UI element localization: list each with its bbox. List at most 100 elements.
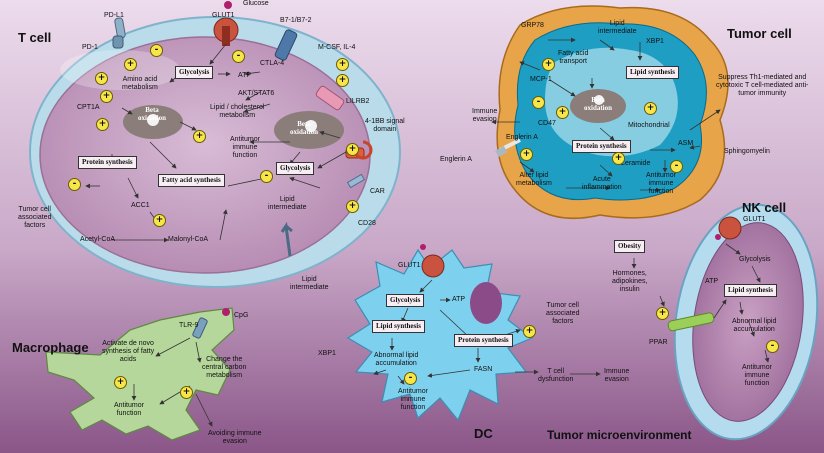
minus-sign: - <box>670 160 683 173</box>
label-fasn: FASN <box>474 366 493 373</box>
plus-sign: + <box>193 130 206 143</box>
label-suppress-th1: Suppress Th1-mediated and cytotoxic T ce… <box>716 74 809 97</box>
plus-sign: + <box>346 200 359 213</box>
title-dc: DC <box>474 426 493 441</box>
box-dc-protein-synthesis: Protein synthesis <box>454 334 513 347</box>
tumor-beta-oxidation-organelle <box>570 89 626 123</box>
plus-sign: + <box>114 376 127 389</box>
label-mcsf: M-CSF, IL-4 <box>318 44 356 51</box>
label-tumor-immune-evasion: Immune evasion <box>472 108 498 123</box>
label-activate-de-novo: Activate de novo synthesis of fatty acid… <box>102 340 155 363</box>
box-t-glycolysis: Glycolysis <box>175 66 214 79</box>
box-t-glycolysis-2: Glycolysis <box>276 162 315 175</box>
label-dc-glut1: GLUT1 <box>398 262 421 269</box>
label-nk-antitumor: Antitumor immune function <box>742 364 772 387</box>
title-tumor-microenvironment: Tumor microenvironment <box>547 428 692 442</box>
minus-sign: - <box>68 178 81 191</box>
label-ctla4: CTLA-4 <box>260 60 285 67</box>
box-dc-glycolysis: Glycolysis <box>386 294 425 307</box>
label-dc-atp: ATP <box>452 296 466 303</box>
plus-sign: + <box>180 386 193 399</box>
label-glut1: GLUT1 <box>212 12 235 19</box>
label-tumor-antitumor: Antitumor immune function <box>646 172 676 195</box>
t-cell <box>29 16 401 288</box>
label-ppar: PPAR <box>649 339 668 346</box>
label-t-antitumor: Antitumor immune function <box>230 136 260 159</box>
label-ceramide: Ceramide <box>620 160 651 167</box>
label-lipid-intermediate: Lipid intermediate <box>268 196 307 211</box>
label-dc-xbp1: XBP1 <box>318 350 336 357</box>
label-mcp1: MCP-1 <box>530 76 552 83</box>
box-t-fatty-acid-synthesis: Fatty acid synthesis <box>158 174 225 187</box>
label-mitochondrial: Mitochondrial <box>628 122 670 129</box>
plus-sign: + <box>656 307 669 320</box>
label-dc-tumor-factors: Tumor cell associated factors <box>546 302 580 325</box>
label-change-carbon: Change the central carbon metabolism <box>202 356 247 379</box>
label-acc1: ACC1 <box>131 202 150 209</box>
label-cd47: CD47 <box>538 120 556 127</box>
label-lilrb2: LILRB2 <box>346 98 370 105</box>
nk-cell-arrows <box>631 243 770 363</box>
box-obesity: Obesity <box>614 240 645 253</box>
label-lipid-intermediate-outside: Lipid intermediate <box>290 276 329 291</box>
minus-sign: - <box>766 340 779 353</box>
label-t-beta-ox: Beta oxidation <box>138 106 167 122</box>
plus-sign: + <box>644 102 657 115</box>
plus-sign: + <box>336 74 349 87</box>
label-malonyl-coa: Malonyl-CoA <box>168 236 209 243</box>
box-tumor-protein-synthesis: Protein synthesis <box>572 140 631 153</box>
box-nk-lipid-synthesis: Lipid synthesis <box>724 284 777 297</box>
label-amino-acid: Amino acid metabolism <box>122 76 158 91</box>
label-t-beta-ox-2: Beta oxidation <box>290 120 319 136</box>
label-hormones: Hormones, adipokines, insulin <box>612 270 648 293</box>
label-nk-atp: ATP <box>705 278 719 285</box>
label-akt: AKT/STAT6 <box>238 90 275 97</box>
label-nk-glut1: GLUT1 <box>743 216 766 223</box>
plus-sign: + <box>153 214 166 227</box>
plus-sign: + <box>346 143 359 156</box>
label-acute-inflammation: Acute inflammation <box>582 176 622 191</box>
label-cpg: CpG <box>234 312 249 319</box>
label-grp78: GRP78 <box>521 22 544 29</box>
label-cpt1a: CPT1A <box>77 104 100 111</box>
box-t-protein-synthesis: Protein synthesis <box>78 156 137 169</box>
minus-sign: - <box>232 50 245 63</box>
t-cell-receptors <box>112 1 373 257</box>
title-nk-cell: NK cell <box>742 200 787 215</box>
label-b7: B7-1/B7-2 <box>280 17 312 24</box>
plus-sign: + <box>520 148 533 161</box>
label-tumor-beta-ox: Beta oxidation <box>584 96 613 112</box>
box-tumor-lipid-synthesis: Lipid synthesis <box>626 66 679 79</box>
minus-sign: - <box>260 170 273 183</box>
minus-sign: - <box>532 96 545 109</box>
label-sphingomyelin: Sphingomyelin <box>724 148 770 155</box>
plus-sign: + <box>523 325 536 338</box>
label-dc-abnormal: Abnormal lipid accumulation <box>374 352 419 367</box>
label-cd28: CD28 <box>358 220 376 227</box>
label-lipid-chol: Lipid / cholesterol metabolism <box>210 104 265 119</box>
label-englerin-a: Englerin A <box>506 134 538 141</box>
plus-sign: + <box>336 58 349 71</box>
label-macro-antitumor: Antitumor function <box>114 402 144 417</box>
plus-sign: + <box>556 106 569 119</box>
box-dc-lipid-synthesis: Lipid synthesis <box>372 320 425 333</box>
label-pd-l1: PD-L1 <box>104 12 124 19</box>
label-dc-immune-evasion: Immune evasion <box>604 368 630 383</box>
label-xbp1: XBP1 <box>646 38 664 45</box>
label-asm: ASM <box>678 140 694 147</box>
plus-sign: + <box>100 90 113 103</box>
label-car: CAR <box>370 188 385 195</box>
label-alter-lipid: Alter lipid metabolism <box>516 172 552 187</box>
label-tumor-lipid-int: Lipid intermediate <box>598 20 637 35</box>
label-signal-domain: 4-1BB signal domain <box>365 118 405 133</box>
label-nk-abnormal: Abnormal lipid accumulation <box>732 318 777 333</box>
label-glucose: Glucose <box>243 0 269 7</box>
label-dc-antitumor: Antitumor immune function <box>398 388 428 411</box>
title-tumor-cell: Tumor cell <box>727 26 792 41</box>
plus-sign: + <box>96 118 109 131</box>
title-macrophage: Macrophage <box>12 340 89 355</box>
label-avoiding-evasion: Avoiding immune evasion <box>208 430 262 445</box>
dc-cell <box>346 244 534 422</box>
label-tlr9: TLR-9 <box>179 322 199 329</box>
